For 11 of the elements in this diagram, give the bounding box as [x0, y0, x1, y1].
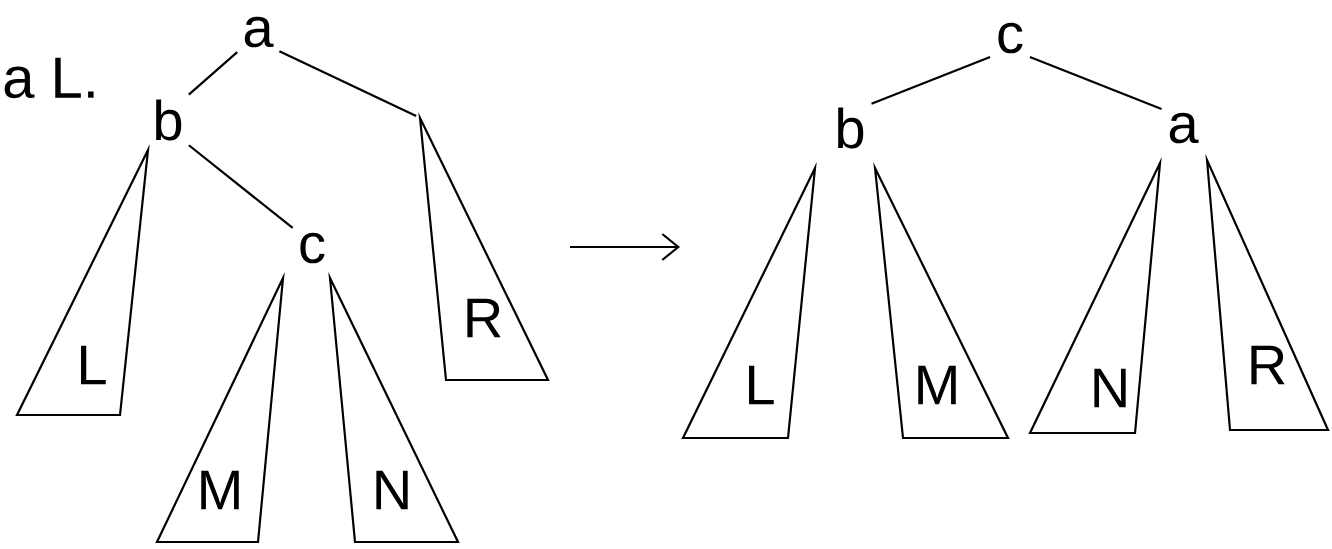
tree-node-letter: a [244, 16, 274, 48]
tree-edge [278, 50, 417, 118]
tree-node-letter: c [300, 232, 325, 264]
tree-node-letter: c [998, 22, 1023, 54]
tree-edge [871, 56, 991, 105]
tree-node-letter: b [838, 107, 864, 149]
tree-node-letter: b [156, 99, 182, 141]
tree-edge [188, 144, 294, 229]
tree-node-letter: a [1169, 112, 1199, 144]
tree-edge [1029, 56, 1162, 110]
tree-edge [188, 51, 238, 96]
